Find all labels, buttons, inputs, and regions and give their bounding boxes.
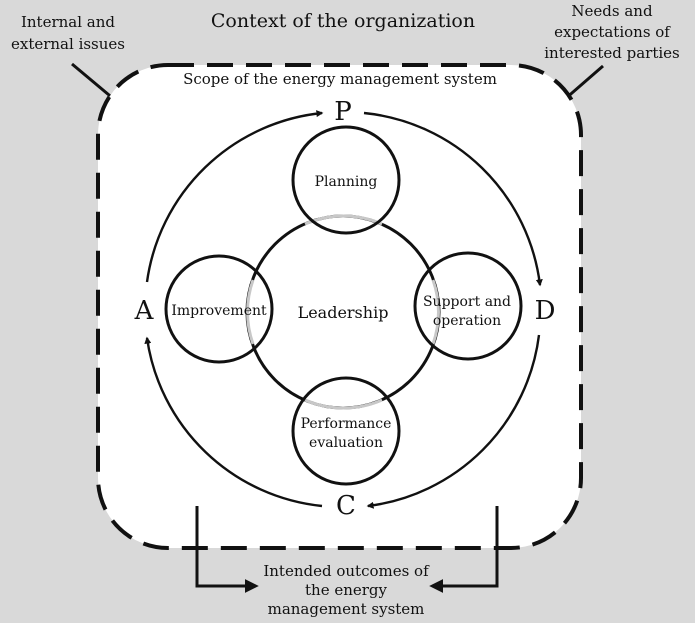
performance-label-line2: evaluation bbox=[309, 435, 383, 451]
cycle-letter-c: C bbox=[336, 491, 356, 521]
cycle-letter-a: A bbox=[134, 296, 155, 326]
internal-external-issues-line2: external issues bbox=[11, 35, 125, 53]
performance-label-line1: Performance bbox=[301, 416, 392, 432]
leadership-ring-highlights bbox=[246, 214, 440, 410]
internal-external-issues-line1: Internal and bbox=[21, 13, 115, 31]
outcome-arrow-left bbox=[195, 506, 259, 593]
planning-circle bbox=[291, 125, 401, 235]
improvement-circle bbox=[164, 254, 274, 364]
outcome-line2: the energy bbox=[305, 581, 388, 599]
scope-label: Scope of the energy management system bbox=[183, 70, 497, 88]
outcome-line3: management system bbox=[268, 600, 425, 618]
cycle-letter-p: P bbox=[334, 97, 352, 127]
needs-expectations-line1: Needs and bbox=[571, 2, 653, 20]
arc-c-to-a bbox=[144, 336, 323, 508]
context-title: Context of the organization bbox=[211, 10, 475, 32]
performance-evaluation-circle bbox=[291, 376, 401, 486]
needs-expectations-line3: interested parties bbox=[544, 44, 680, 62]
arc-p-to-d bbox=[363, 111, 543, 287]
improvement-label: Improvement bbox=[171, 303, 267, 319]
leadership-label: Leadership bbox=[298, 303, 389, 322]
needs-expectations-line2: expectations of bbox=[554, 23, 671, 41]
planning-label: Planning bbox=[315, 174, 378, 190]
arc-d-to-c bbox=[366, 334, 541, 509]
outcome-line1: Intended outcomes of bbox=[263, 562, 430, 580]
scope-boundary bbox=[96, 63, 583, 550]
outcome-arrow-right bbox=[429, 506, 499, 593]
support-label-line1: Support and bbox=[423, 294, 511, 310]
cycle-letter-d: D bbox=[535, 296, 556, 326]
support-label-line2: operation bbox=[433, 313, 501, 329]
support-operation-circle bbox=[413, 251, 523, 361]
arc-a-to-p bbox=[145, 110, 324, 283]
